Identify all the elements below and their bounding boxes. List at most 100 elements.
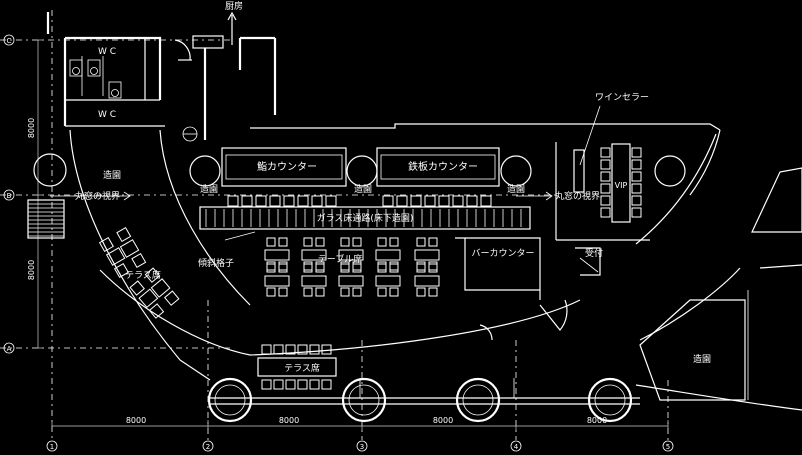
grid-bubble-col-1: 1 <box>46 440 58 452</box>
counter-chair <box>396 195 408 207</box>
table-chair <box>352 263 362 273</box>
vip-label: VIP <box>615 181 628 190</box>
table-chair <box>266 237 276 247</box>
counter-chair <box>241 195 253 207</box>
terrace-bottom-label: テラス席 <box>284 362 320 374</box>
table-chair <box>278 237 288 247</box>
garden-label-2: 造園 <box>200 183 218 195</box>
table-chair <box>416 263 426 273</box>
vip-chair <box>600 195 611 206</box>
grid-label-c: C <box>7 37 12 45</box>
table-chair <box>340 287 350 297</box>
reception-label: 受付 <box>585 247 603 259</box>
terrace-left: テラス席 <box>98 227 180 319</box>
table-chair <box>266 287 276 297</box>
diagonal-lattice: 傾斜格子 <box>198 231 256 269</box>
window-view-right: 丸窓の視界 <box>516 190 600 202</box>
vip-chair <box>600 207 611 218</box>
vip-chair <box>631 147 642 158</box>
counter-chair <box>466 195 478 207</box>
reception: 受付 <box>575 247 603 276</box>
table-chair <box>428 287 438 297</box>
dining-table <box>338 275 364 287</box>
sushi-counter-label: 鮨カウンター <box>257 160 317 173</box>
right-triangle-structure <box>751 167 802 233</box>
table-chair <box>352 287 362 297</box>
counter-chair <box>283 195 295 207</box>
counter-chair <box>410 195 422 207</box>
wine-cellar: ワインセラー <box>573 92 649 193</box>
counter-chair <box>480 195 492 207</box>
table-chair <box>416 287 426 297</box>
counter-chair <box>452 195 464 207</box>
table-chair <box>377 287 387 297</box>
counter-chair <box>227 195 239 207</box>
vip-chair <box>631 171 642 182</box>
grid-bubble-row-a: A <box>3 342 15 354</box>
round-window-d <box>500 155 532 187</box>
grid-label-4: 4 <box>514 443 519 451</box>
round-window-c <box>346 155 378 187</box>
grid-label-1: 1 <box>50 443 54 451</box>
counter-chair <box>438 195 450 207</box>
round-column-3 <box>455 377 501 423</box>
counter-chair <box>255 195 267 207</box>
terrace-chair <box>309 379 320 390</box>
dim-vertical-top: 8000 <box>27 118 36 138</box>
dimension-horizontal: 8000 8000 8000 8000 <box>51 416 669 432</box>
table-chair <box>266 263 276 273</box>
table-chair <box>278 263 288 273</box>
bar-counter: バーカウンター <box>455 237 568 341</box>
dim-horizontal-2: 8000 <box>279 416 299 425</box>
table-chair <box>266 261 276 271</box>
grid-bubble-col-2: 2 <box>202 440 214 452</box>
vip-chair <box>631 207 642 218</box>
table-chair <box>389 237 399 247</box>
table-chair <box>278 287 288 297</box>
vip-chair <box>600 147 611 158</box>
table-chair <box>389 287 399 297</box>
vip-chair <box>600 183 611 194</box>
table-chair <box>303 237 313 247</box>
counter-chair <box>269 195 281 207</box>
exterior-wall <box>69 123 721 361</box>
dim-vertical-bottom: 8000 <box>27 260 36 280</box>
table-chair <box>389 261 399 271</box>
table-chair <box>377 263 387 273</box>
window-view-left-label: 丸窓の視界 <box>75 190 120 202</box>
dim-horizontal-1: 8000 <box>126 416 146 425</box>
dim-horizontal-3: 8000 <box>433 416 453 425</box>
glass-floor-walkway: ガラス床通路(床下造園) <box>199 206 531 230</box>
dining-table <box>338 249 364 261</box>
table-chair <box>428 263 438 273</box>
table-chair <box>303 261 313 271</box>
table-chair <box>340 237 350 247</box>
round-column-2 <box>341 377 387 423</box>
table-chair <box>352 237 362 247</box>
wc-block: W C W C <box>63 36 165 127</box>
terrace-chair <box>273 379 284 390</box>
dining-table <box>375 275 401 287</box>
terrace-chair <box>261 379 272 390</box>
terrace-chair <box>309 344 320 355</box>
garden-right-label: 造園 <box>693 353 711 365</box>
terrace-chair <box>297 379 308 390</box>
dining-table <box>301 249 327 261</box>
garden-left-label: 造園 <box>103 169 121 181</box>
dining-table <box>414 249 440 261</box>
table-seating <box>264 237 440 297</box>
table-chair <box>377 237 387 247</box>
terrace-chair <box>297 344 308 355</box>
stairs <box>27 199 65 239</box>
counter-chair <box>297 195 309 207</box>
table-chair <box>278 261 288 271</box>
grid-label-3: 3 <box>360 443 364 451</box>
dimension-vertical: 8000 8000 <box>27 39 44 349</box>
counter-chair <box>424 195 436 207</box>
table-chair <box>303 287 313 297</box>
counter-chair <box>325 195 337 207</box>
terrace-chair <box>285 344 296 355</box>
glass-floor-label: ガラス床通路(床下造園) <box>317 212 414 224</box>
garden-label-3: 造園 <box>354 183 372 195</box>
